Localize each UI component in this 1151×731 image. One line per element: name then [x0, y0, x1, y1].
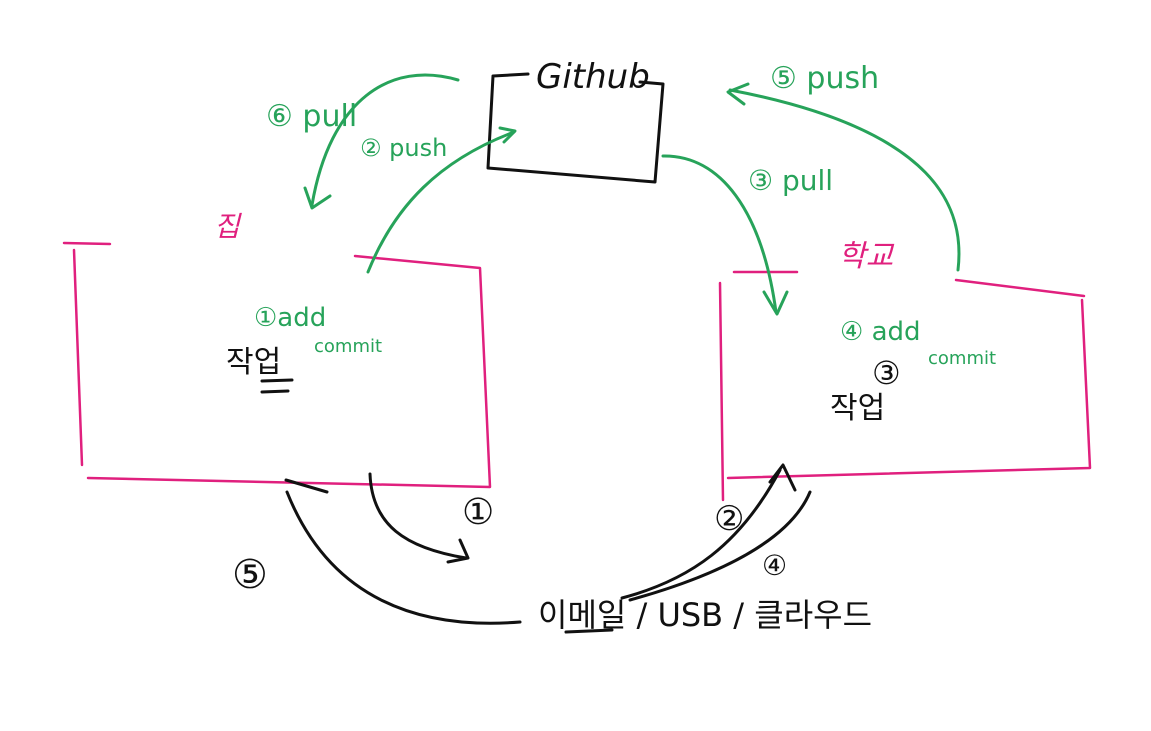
label-push-5: ⑤ push	[770, 61, 879, 96]
school-label: 학교	[838, 239, 895, 274]
school-add-label: ④ add	[840, 317, 921, 347]
arrow-pull-3	[661, 154, 778, 314]
label-black-2: ②	[714, 499, 744, 539]
arrow-push-2-head	[498, 126, 517, 144]
home-work-label: 작업	[226, 345, 281, 380]
transport-label: 이메일 / USB / 클라우드	[538, 596, 872, 634]
home-node: 집 ①add commit 작업	[62, 210, 492, 489]
arrow-black-2-head	[768, 463, 797, 492]
arrow-black-1	[368, 472, 468, 560]
home-add-label: ①add	[254, 303, 326, 333]
label-black-5: ⑤	[232, 552, 268, 598]
arrow-pull-3-head	[762, 290, 789, 316]
arrow-black-1-head	[446, 538, 470, 564]
transport-node: 이메일 / USB / 클라우드	[538, 596, 872, 634]
green-arrows: ⑥ pull ② push ③ pull ⑤ push	[266, 61, 961, 316]
label-pull-3: ③ pull	[748, 164, 833, 197]
black-arrows: ① ② ④ ⑤	[232, 463, 812, 625]
transport-underline	[564, 628, 614, 634]
home-label: 집	[214, 210, 242, 243]
school-box	[718, 270, 1092, 502]
arrow-push-2	[366, 130, 516, 274]
arrow-black-4	[628, 490, 812, 602]
label-black-1: ①	[462, 492, 494, 533]
label-push-2: ② push	[360, 134, 447, 162]
github-label: Github	[536, 57, 650, 97]
school-work-label: 작업	[830, 391, 885, 426]
home-work-underline	[260, 378, 294, 394]
label-pull-6: ⑥ pull	[266, 99, 357, 134]
label-black-4: ④	[762, 549, 787, 582]
github-node: Github	[486, 57, 665, 184]
arrow-push-5-head	[726, 82, 750, 106]
github-box	[486, 72, 665, 184]
home-box	[62, 241, 492, 489]
school-commit-label: commit	[928, 348, 996, 369]
school-node: 학교 ④ add commit ③ 작업	[718, 239, 1092, 502]
school-circle-3: ③	[872, 354, 901, 392]
arrow-black-2	[620, 468, 782, 600]
arrow-pull-6	[310, 73, 460, 207]
arrow-pull-6-head	[303, 186, 332, 210]
arrow-black-5	[285, 490, 522, 625]
arrow-push-5	[728, 88, 961, 272]
home-commit-label: commit	[314, 336, 382, 357]
arrow-black-5-head	[284, 478, 329, 494]
